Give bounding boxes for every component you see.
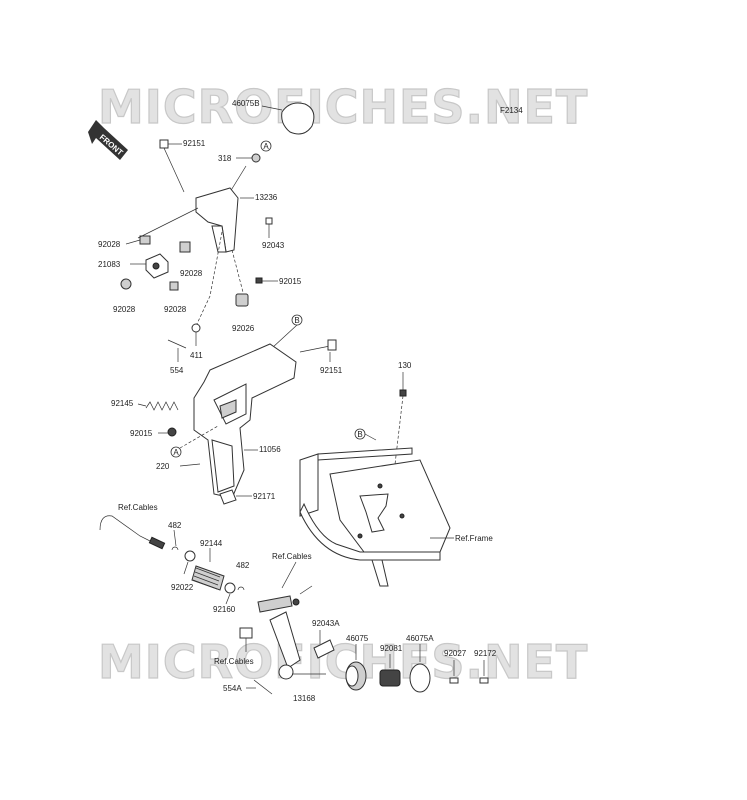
label-220: 220 bbox=[156, 462, 170, 471]
bolt-130 bbox=[399, 389, 407, 397]
clip-92015-mid bbox=[167, 427, 177, 437]
pin-lower bbox=[239, 627, 253, 639]
label-411: 411 bbox=[190, 351, 203, 360]
label-ref-cables-3: Ref.Cables bbox=[214, 657, 254, 666]
label-46075a: 46075A bbox=[406, 634, 434, 643]
spring-92144 bbox=[191, 565, 225, 591]
label-92028-a: 92028 bbox=[98, 240, 121, 249]
label-92081: 92081 bbox=[380, 644, 403, 653]
label-11056: 11056 bbox=[259, 445, 281, 454]
label-ref-cables-2: Ref.Cables bbox=[272, 552, 312, 561]
cap-46075a bbox=[409, 663, 431, 693]
cotter-554a bbox=[253, 679, 273, 695]
label-554: 554 bbox=[170, 366, 184, 375]
label-92151-mid: 92151 bbox=[320, 366, 343, 375]
label-13236: 13236 bbox=[255, 193, 278, 202]
label-482-a: 482 bbox=[168, 521, 182, 530]
clip-482-a bbox=[171, 546, 179, 551]
bushing-92026 bbox=[235, 293, 249, 307]
label-92022: 92022 bbox=[171, 583, 194, 592]
screw-92172 bbox=[479, 677, 489, 684]
label-92043a: 92043A bbox=[312, 619, 340, 628]
label-92015-top: 92015 bbox=[279, 277, 302, 286]
label-46075b: 46075B bbox=[232, 99, 260, 108]
lever-13168 bbox=[269, 611, 326, 680]
pin-92151-mid bbox=[299, 339, 337, 353]
pin-92151-top bbox=[159, 139, 185, 193]
figure-code: F2134 bbox=[500, 106, 523, 115]
label-ref-cables-1: Ref.Cables bbox=[118, 503, 158, 512]
rod-92043a bbox=[313, 639, 335, 659]
frame-assembly bbox=[299, 447, 451, 587]
knob-46075 bbox=[345, 661, 367, 691]
cable-end bbox=[99, 515, 166, 550]
clip-482-b bbox=[237, 586, 245, 591]
label-21083: 21083 bbox=[98, 260, 121, 269]
bracket-21083 bbox=[145, 253, 169, 279]
label-92160: 92160 bbox=[213, 605, 236, 614]
washer-411 bbox=[191, 323, 201, 333]
callout-a-circle-top bbox=[260, 140, 272, 152]
screw-92027 bbox=[449, 677, 459, 684]
callout-a-top: A bbox=[263, 142, 269, 151]
watermark-top: MICROFICHES.NET bbox=[98, 80, 588, 134]
collar-92028-c bbox=[169, 281, 179, 291]
clip-92015-top bbox=[255, 277, 263, 284]
label-92015-mid: 92015 bbox=[130, 429, 153, 438]
label-ref-frame: Ref.Frame bbox=[455, 534, 493, 543]
label-318: 318 bbox=[218, 154, 232, 163]
callout-b-top: B bbox=[294, 316, 299, 325]
bracket-11056 bbox=[193, 343, 297, 499]
cable-connector bbox=[257, 585, 313, 613]
washer-92022 bbox=[184, 550, 196, 562]
label-92043: 92043 bbox=[262, 241, 285, 250]
label-92028-d: 92028 bbox=[113, 305, 136, 314]
label-92151-top: 92151 bbox=[183, 139, 206, 148]
watermark-bottom: MICROFICHES.NET bbox=[98, 635, 588, 689]
label-92172: 92172 bbox=[474, 649, 497, 658]
callout-a-mid: A bbox=[173, 448, 179, 457]
label-130: 130 bbox=[398, 361, 412, 370]
collar-92028-d bbox=[120, 278, 132, 290]
label-13168: 13168 bbox=[293, 694, 316, 703]
label-554a: 554A bbox=[223, 684, 242, 693]
bolt-92043 bbox=[265, 217, 273, 238]
label-92026: 92026 bbox=[232, 324, 255, 333]
label-92171: 92171 bbox=[253, 492, 276, 501]
collar-92028-a bbox=[139, 235, 151, 245]
nut-318 bbox=[251, 153, 261, 163]
washer-92160 bbox=[224, 582, 236, 594]
label-92028-c: 92028 bbox=[164, 305, 187, 314]
label-482-b: 482 bbox=[236, 561, 250, 570]
label-46075: 46075 bbox=[346, 634, 369, 643]
callout-b-frame: B bbox=[357, 430, 362, 439]
label-92027: 92027 bbox=[444, 649, 467, 658]
spring-92081 bbox=[379, 669, 401, 687]
label-92028-b: 92028 bbox=[180, 269, 203, 278]
collar-92028-b bbox=[179, 241, 191, 253]
callout-a-circle-mid bbox=[170, 446, 182, 458]
label-92145: 92145 bbox=[111, 399, 134, 408]
spring-92145 bbox=[145, 401, 179, 411]
lever-13236 bbox=[195, 165, 247, 253]
clip-92171 bbox=[219, 489, 237, 505]
label-92144: 92144 bbox=[200, 539, 223, 548]
knob-46075b: A bbox=[260, 102, 315, 152]
